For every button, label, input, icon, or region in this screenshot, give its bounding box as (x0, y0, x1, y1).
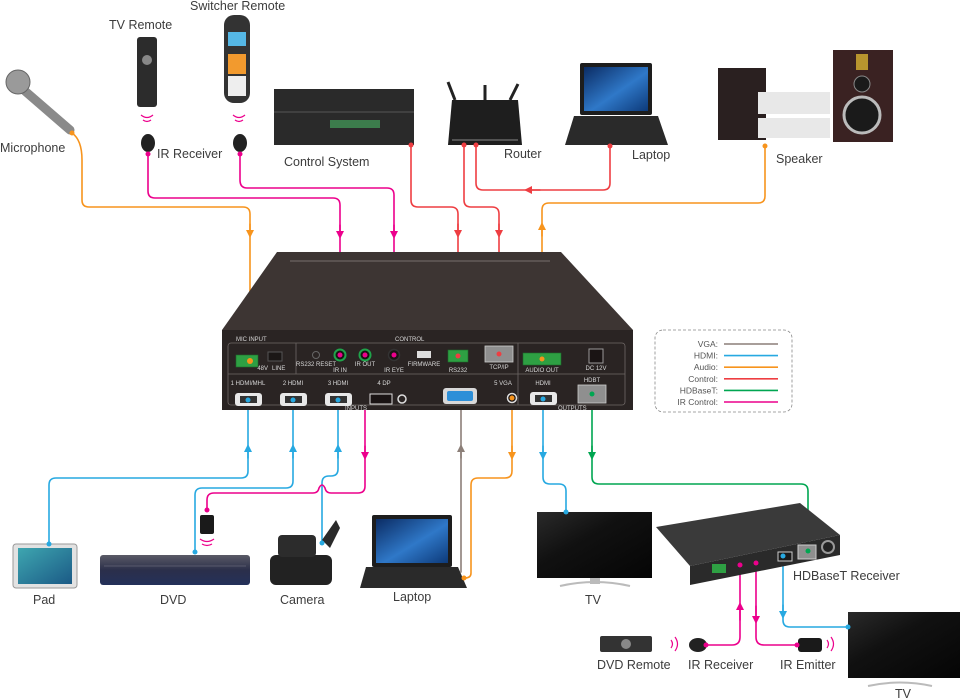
device-hdbaset-receiver: HDBaseT Receiver (656, 503, 900, 585)
rs232-reset-button[interactable] (312, 351, 320, 359)
laptop-bottom-label: Laptop (393, 590, 431, 604)
legend-label-control: Control: (688, 374, 718, 384)
ir-receiver-top-1 (141, 134, 155, 157)
mic-line-label: LINE (272, 366, 285, 372)
wire-hdmi-tv-right (782, 549, 849, 628)
wire-hdmi-pad (48, 407, 249, 544)
wire-ir-dvd (206, 369, 366, 510)
wire-ir-receiver-bottom (705, 564, 741, 646)
wire-control-laptop (475, 144, 611, 191)
legend-label-audio: Audio: (694, 362, 718, 372)
panel-control-label: CONTROL (395, 337, 425, 343)
switcher-top (222, 252, 633, 330)
vga5-label: 5 VGA (494, 381, 512, 387)
ir-receiver-top-2 (233, 134, 247, 157)
wire-audio-laptop (464, 403, 513, 579)
device-tv-remote: TV Remote (109, 18, 172, 123)
tv-remote-label: TV Remote (109, 18, 172, 32)
tv-center-label: TV (585, 593, 602, 607)
audio-out-label: AUDIO OUT (525, 368, 559, 374)
wires (48, 132, 849, 646)
device-pad: Pad (12, 541, 78, 607)
hdbt-out-label: HDBT (584, 378, 601, 384)
wire-hdmi-tv (542, 407, 567, 513)
ir-receiver-bottom: IR Receiver (688, 638, 753, 672)
control-system-label: Control System (284, 155, 369, 169)
mic-48v-label: 48V (257, 366, 268, 372)
wire-hdmi-dvd (194, 407, 294, 552)
ir-receiver-bottom-label: IR Receiver (688, 658, 753, 672)
microphone-label: Microphone (0, 141, 65, 155)
ir-receiver-top-label: IR Receiver (157, 147, 222, 161)
ir-in-label: IR IN (333, 368, 347, 374)
rs232-label: RS232 (449, 368, 468, 374)
router-label: Router (504, 147, 542, 161)
switcher-remote-label: Switcher Remote (190, 0, 285, 13)
hdmi-out-label: HDMI (535, 381, 551, 387)
hdmi2-label: 2 HDMI (283, 381, 304, 387)
laptop-top-label: Laptop (632, 148, 670, 162)
ir-eye-label: IR EYE (384, 368, 404, 374)
panel-outputs-label: OUTPUTS (558, 406, 587, 412)
firmware-label: FIRMWARE (408, 362, 440, 368)
tv-right-label: TV (895, 687, 912, 699)
legend: VGA: HDMI:Audio: Control:HDBaseT: IR Contro… (654, 329, 793, 413)
tcp-ip-label: TCP/IP (489, 365, 508, 371)
mic-line-switch[interactable] (267, 351, 283, 362)
device-tv-center: TV (537, 509, 652, 607)
firmware-usb-port[interactable] (417, 351, 431, 358)
legend-label-ir: IR Control: (677, 397, 718, 407)
panel-inputs-label: INPUTS (345, 406, 367, 412)
wire-control-system (410, 144, 459, 363)
device-speaker: Speaker (718, 50, 893, 166)
wire-ir-receiver-2 (239, 154, 395, 359)
hdbaset-receiver-label: HDBaseT Receiver (793, 569, 900, 583)
dvd-label: DVD (160, 593, 186, 607)
wire-audio-microphone (71, 132, 251, 369)
ir-out-label: IR OUT (355, 362, 376, 368)
device-tv-right: TV (845, 612, 960, 699)
hdmi1-label: 1 HDMI/MHL (231, 381, 266, 387)
panel-mic-input-label: MIC INPUT (236, 337, 267, 343)
wire-audio-speaker (541, 146, 766, 366)
hdmi3-label: 3 HDMI (328, 381, 349, 387)
dc-in-port[interactable] (588, 348, 604, 364)
wire-hdbaset (591, 397, 809, 546)
wire-ir-emitter (755, 564, 797, 646)
device-dvd: DVD (100, 549, 250, 607)
dvd-remote-label: DVD Remote (597, 658, 671, 672)
wire-ir-receiver-1 (147, 154, 341, 359)
ir-emitter-dvd (199, 507, 215, 547)
device-microphone: Microphone (0, 69, 75, 155)
device-dvd-remote: DVD Remote (597, 636, 679, 672)
ir-emitter-label: IR Emitter (780, 658, 836, 672)
legend-label-hdmi: HDMI: (694, 351, 718, 361)
dp4-port[interactable] (369, 393, 393, 405)
device-control-system: Control System (274, 89, 414, 169)
wire-hdmi-camera (321, 407, 339, 543)
device-router: Router (446, 81, 542, 161)
rs232-reset-label: RS232 RESET (296, 362, 336, 368)
device-switcher-remote: Switcher Remote (190, 0, 285, 123)
switcher-unit: MIC INPUT CONTROL INPUTS OUTPUTS 48V LIN… (222, 252, 633, 412)
camera-label: Camera (280, 593, 325, 607)
dp4-label: 4 DP (377, 381, 390, 387)
pad-label: Pad (33, 593, 55, 607)
ir-emitter-bottom: IR Emitter (780, 636, 836, 672)
legend-label-vga: VGA: (698, 339, 718, 349)
device-laptop-bottom: Laptop (360, 515, 467, 604)
wire-control-router (463, 144, 500, 363)
legend-label-hdbaset: HDBaseT: (680, 385, 718, 395)
device-laptop-top: Laptop (565, 63, 670, 162)
dc-in-label: DC 12V (585, 366, 606, 372)
speaker-label: Speaker (776, 152, 823, 166)
device-camera: Camera (270, 520, 340, 607)
